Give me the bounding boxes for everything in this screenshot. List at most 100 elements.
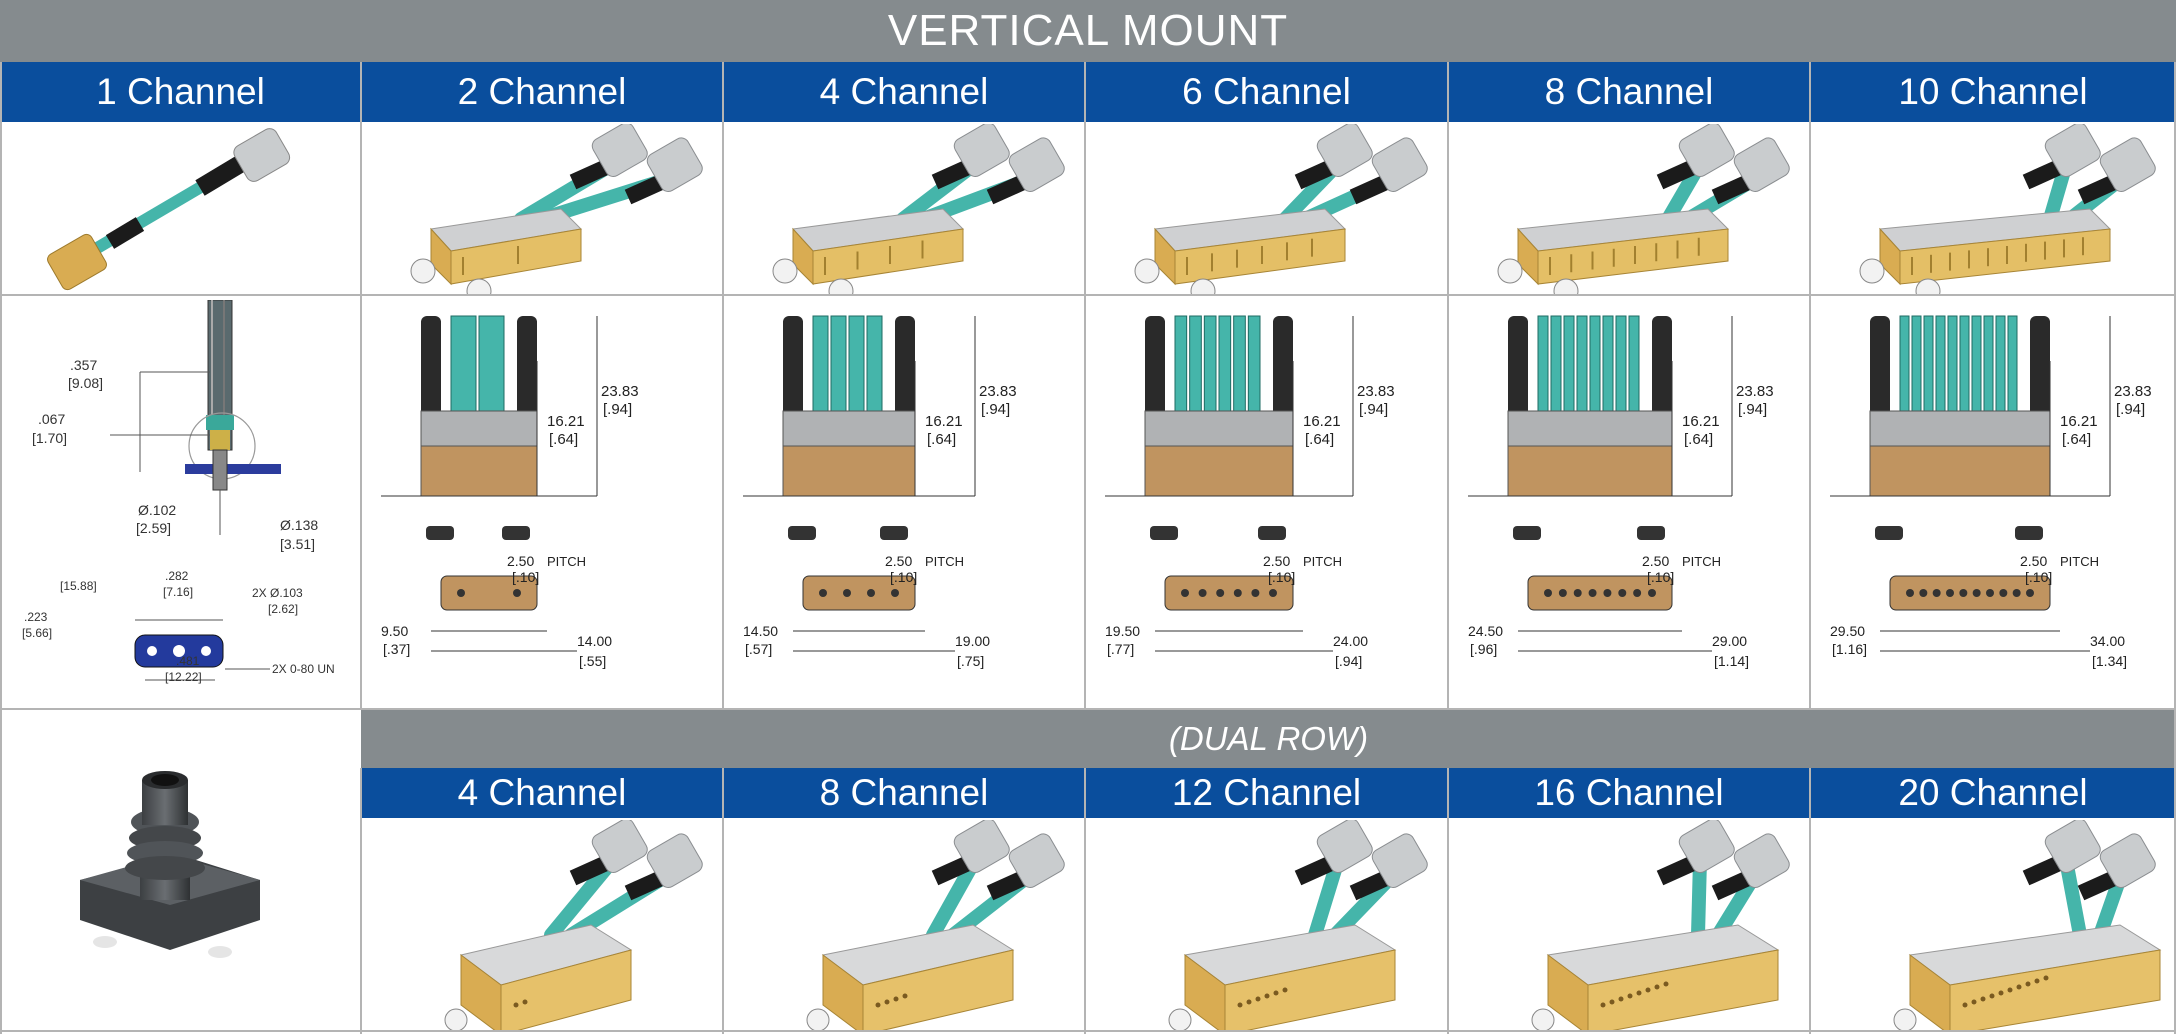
connector-body: [1869, 445, 2051, 497]
pin-hole: [1654, 984, 1660, 990]
dim-inner-in: [.64]: [2062, 431, 2091, 448]
pin-hole: [2034, 978, 2040, 984]
pin-hole: [2007, 987, 2013, 993]
dual-header-cell-2: 8 Channel: [723, 768, 1085, 818]
footprint-pin: [1906, 589, 1914, 597]
screw-head: [828, 278, 854, 294]
terminal-ferrule: [1316, 124, 1373, 177]
footprint-pin: [1648, 589, 1656, 597]
terminal-ferrule: [953, 124, 1010, 177]
grid-vline: [1809, 768, 1811, 1034]
dual-photo-cell-3: [723, 820, 1085, 1030]
terminal-ferrule: [591, 820, 648, 873]
dim-481-mm: [12.22]: [165, 670, 202, 684]
terminal-ferrule: [1371, 833, 1428, 888]
one-channel-drawing: .357 [9.08] .067 [1.70] Ø.102 [2.59] Ø.1…: [10, 300, 355, 705]
terminal-ferrule: [1733, 833, 1790, 888]
dim-pitch: 2.50: [1263, 553, 1290, 569]
grid-vline: [360, 768, 362, 1034]
fiber-tube: [1628, 315, 1640, 412]
footprint-pin: [1269, 589, 1277, 597]
footprint-pin: [1251, 589, 1260, 597]
footprint-pin: [1233, 589, 1242, 597]
dim-pitch: 2.50: [2020, 553, 2047, 569]
cable-boot: [195, 156, 245, 196]
header-label: 10 Channel: [1898, 71, 2088, 112]
pin-hole: [893, 996, 899, 1002]
footprint-pin: [1544, 589, 1552, 597]
pin-hole: [513, 1002, 519, 1008]
screw-head: [1531, 1008, 1555, 1030]
connector-body: [420, 445, 538, 497]
dim-height-in: [.94]: [981, 401, 1010, 418]
strain-relief-right: [895, 316, 915, 416]
dim-103-mm: [2.62]: [268, 602, 298, 616]
screw-head: [1893, 1008, 1917, 1030]
connector-body: [1224, 949, 1396, 1030]
footprint-pin: [1216, 589, 1225, 597]
header-label: 12 Channel: [1171, 772, 1362, 813]
dim-pitch-in: [.10]: [512, 569, 539, 585]
fiber-tube: [866, 315, 883, 412]
dim-left: 29.50: [1830, 623, 1865, 639]
terminal-ferrule: [2099, 833, 2156, 888]
dim-left-in: [.96]: [1470, 641, 1497, 657]
fiber-tube: [1218, 315, 1232, 412]
dim-pitch-in: [.10]: [1268, 569, 1295, 585]
dim-inner: 16.21: [2060, 413, 2098, 430]
dim-pitch-label: PITCH: [925, 554, 964, 569]
pin-hole: [1627, 993, 1633, 999]
dim-height-in: [.94]: [1738, 401, 1767, 418]
pin-hole: [1989, 993, 1995, 999]
foot-right: [502, 526, 530, 540]
foot-right: [880, 526, 908, 540]
footprint-pin: [1972, 589, 1981, 597]
footprint-pin: [1603, 589, 1612, 597]
footprint-pin: [1946, 589, 1954, 597]
foot-right: [2015, 526, 2043, 540]
header-label: 2 Channel: [457, 71, 627, 112]
screw-head: [1168, 1008, 1192, 1030]
fiber-tube: [1537, 315, 1549, 412]
strain-relief-left: [421, 316, 441, 416]
pin-hole: [1255, 996, 1261, 1002]
fiber-tube: [478, 315, 505, 412]
foot-left: [1150, 526, 1178, 540]
page-title: VERTICAL MOUNT: [887, 6, 1289, 55]
strain-relief-right: [517, 316, 537, 416]
grid-vline: [722, 62, 724, 710]
terminal-ferrule: [591, 124, 648, 177]
dim-right-in: [.75]: [957, 653, 984, 669]
thread-spec: 2X 0-80 UN: [272, 662, 335, 676]
connector-body: [1507, 445, 1673, 497]
strain-relief-right: [1652, 316, 1672, 416]
connector-photo: [772, 124, 1065, 294]
screw-head: [1134, 258, 1160, 284]
strain-relief-right: [2030, 316, 2050, 416]
dim-height: 23.83: [1357, 383, 1395, 400]
header-label: 8 Channel: [819, 772, 989, 813]
connector-photo: [47, 128, 291, 291]
terminal-ferrule: [2044, 124, 2101, 177]
terminal-ferrule: [1008, 137, 1065, 192]
dim-102-mm: [2.59]: [136, 520, 171, 536]
grid-hline: [0, 708, 2176, 710]
dim-inner: 16.21: [547, 413, 585, 430]
dual-photo-cell-4: [1085, 820, 1448, 1030]
footprint-pin: [843, 589, 851, 597]
dim-left-in: [1.16]: [1832, 641, 1867, 657]
terminal-ferrule: [953, 820, 1010, 873]
vertical-mount-render-svg: [80, 771, 260, 958]
smb-connector: [47, 233, 107, 291]
foot-right: [1258, 526, 1286, 540]
foot-left: [1513, 526, 1541, 540]
grid-vline: [1447, 62, 1449, 710]
grid-vline: [1809, 62, 1811, 710]
strain-relief-left: [1870, 316, 1890, 416]
dim-left: 14.50: [743, 623, 778, 639]
grid-vline: [1084, 768, 1086, 1034]
